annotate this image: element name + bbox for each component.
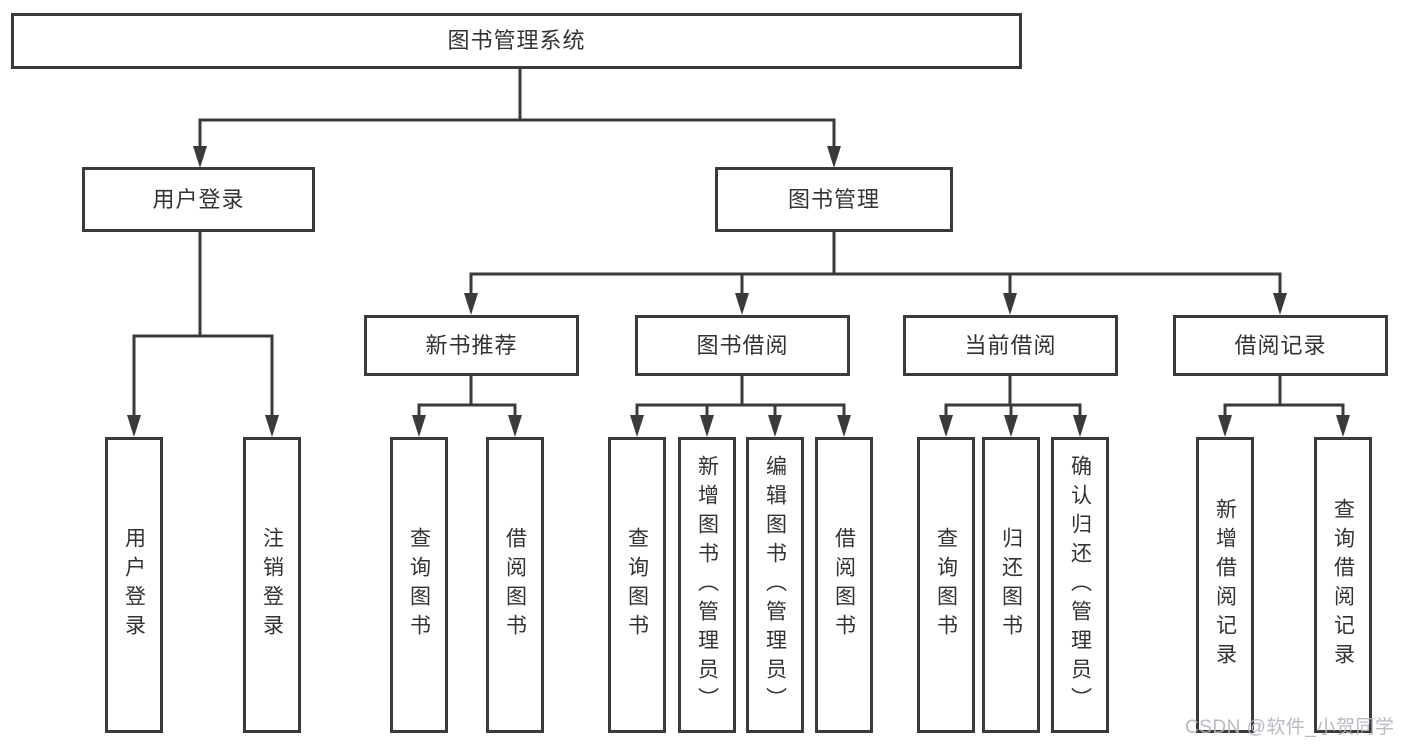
leaf-label: 查询借阅记录: [1331, 498, 1355, 672]
leaf-new-books-borrow-books: 借阅图书: [486, 437, 544, 733]
leaf-label: 归还图书: [999, 527, 1023, 643]
leaf-label: 借阅图书: [503, 527, 527, 643]
watermark: CSDN @软件_小贺同学: [1185, 717, 1395, 738]
leaf-add-borrow-record: 新增借阅记录: [1196, 437, 1254, 733]
leaf-user-login: 用户登录: [105, 437, 163, 733]
node-user-login: 用户登录: [82, 167, 315, 232]
leaf-current-query-books: 查询图书: [917, 437, 975, 733]
leaf-label: 确认归还（管理员）: [1068, 454, 1092, 716]
leaf-new-books-query-books: 查询图书: [390, 437, 448, 733]
leaf-edit-books-admin: 编辑图书（管理员）: [746, 437, 804, 733]
node-borrowing-records: 借阅记录: [1173, 315, 1388, 376]
leaf-label: 注销登录: [260, 527, 284, 643]
leaf-label: 查询图书: [625, 527, 649, 643]
node-label: 借阅记录: [1234, 332, 1327, 358]
leaf-label: 新增借阅记录: [1213, 498, 1237, 672]
node-label: 图书管理系统: [447, 28, 586, 53]
node-label: 图书借阅: [696, 332, 789, 358]
leaf-label: 用户登录: [122, 527, 146, 643]
leaf-logout: 注销登录: [243, 437, 301, 733]
node-label: 图书管理: [787, 186, 880, 212]
arrowheads: [127, 146, 1350, 437]
leaf-borrowing-borrow-books: 借阅图书: [815, 437, 873, 733]
leaf-label: 查询图书: [407, 527, 431, 643]
leaf-query-borrow-record: 查询借阅记录: [1314, 437, 1372, 733]
leaf-borrowing-query-books: 查询图书: [608, 437, 666, 733]
leaf-label: 新增图书（管理员）: [695, 454, 719, 716]
node-label: 当前借阅: [964, 332, 1057, 358]
leaf-add-books-admin: 新增图书（管理员）: [678, 437, 736, 733]
node-book-management: 图书管理: [715, 167, 953, 232]
node-new-book-recommendation: 新书推荐: [364, 315, 579, 376]
leaf-label: 编辑图书（管理员）: [763, 454, 787, 716]
node-library-management-system: 图书管理系统: [11, 13, 1022, 69]
node-book-borrowing: 图书借阅: [635, 315, 850, 376]
leaf-label: 查询图书: [934, 527, 958, 643]
leaf-label: 借阅图书: [832, 527, 856, 643]
node-current-borrowing: 当前借阅: [903, 315, 1118, 376]
leaf-return-books: 归还图书: [982, 437, 1040, 733]
leaf-confirm-return-admin: 确认归还（管理员）: [1051, 437, 1109, 733]
node-label: 用户登录: [152, 186, 245, 212]
node-label: 新书推荐: [425, 332, 518, 358]
